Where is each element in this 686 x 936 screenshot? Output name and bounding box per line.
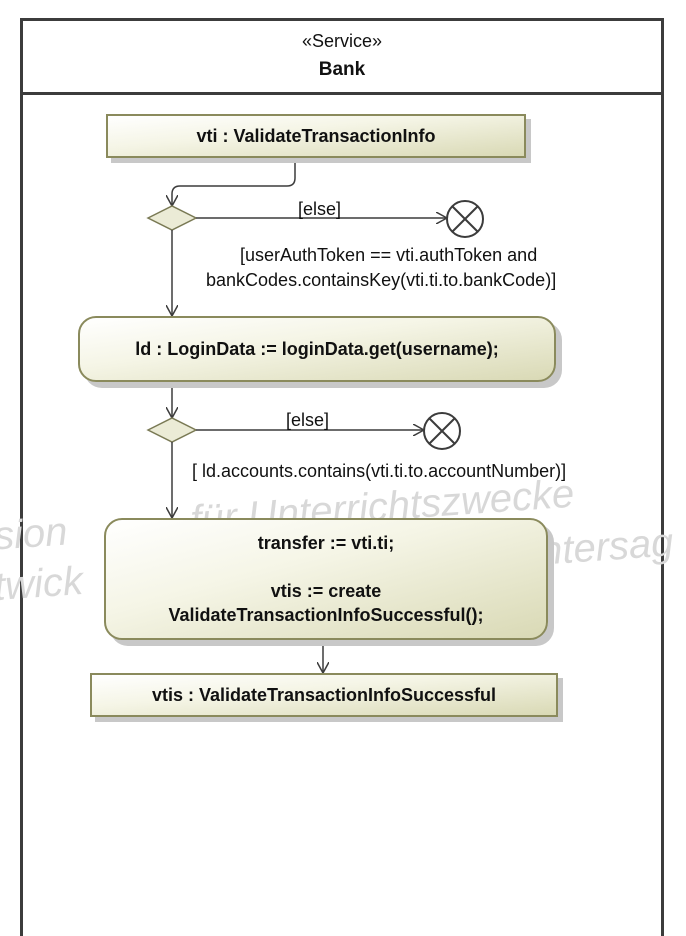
guard-else-2: [else] bbox=[286, 410, 330, 430]
guard-accounts: [ ld.accounts.contains(vti.ti.to.account… bbox=[192, 461, 567, 481]
edge-pin-to-decision1 bbox=[172, 158, 296, 206]
decision-node-1 bbox=[146, 205, 198, 231]
flow-final-node-2 bbox=[423, 412, 461, 450]
guard-else-1: [else] bbox=[298, 199, 342, 219]
lane-stereotype: «Service» bbox=[301, 31, 383, 51]
output-pin-vtis: vtis : ValidateTransactionInfoSuccessful bbox=[90, 673, 558, 717]
guard-auth-line1: [userAuthToken == vti.authToken and bbox=[240, 245, 538, 265]
lane-title: Bank bbox=[318, 59, 366, 80]
input-pin-label: vti : ValidateTransactionInfo bbox=[196, 125, 436, 146]
guard-auth-line2: bankCodes.containsKey(vti.ti.to.bankCode… bbox=[206, 270, 557, 290]
output-pin-label: vtis : ValidateTransactionInfoSuccessful bbox=[151, 684, 497, 705]
action-transfer-label: transfer := vti.ti; vtis := create Valid… bbox=[168, 533, 484, 625]
action-login-data: ld : LoginData := loginData.get(username… bbox=[78, 316, 556, 382]
lane-header: «Service» Bank bbox=[23, 21, 661, 95]
action-login-label: ld : LoginData := loginData.get(username… bbox=[135, 338, 499, 359]
action-transfer: transfer := vti.ti; vtis := create Valid… bbox=[104, 518, 548, 640]
swimlane-bank: «Service» Bank bbox=[20, 18, 664, 936]
decision-node-2 bbox=[146, 417, 198, 443]
input-pin-vti: vti : ValidateTransactionInfo bbox=[106, 114, 526, 158]
flow-final-node-1 bbox=[446, 200, 484, 238]
